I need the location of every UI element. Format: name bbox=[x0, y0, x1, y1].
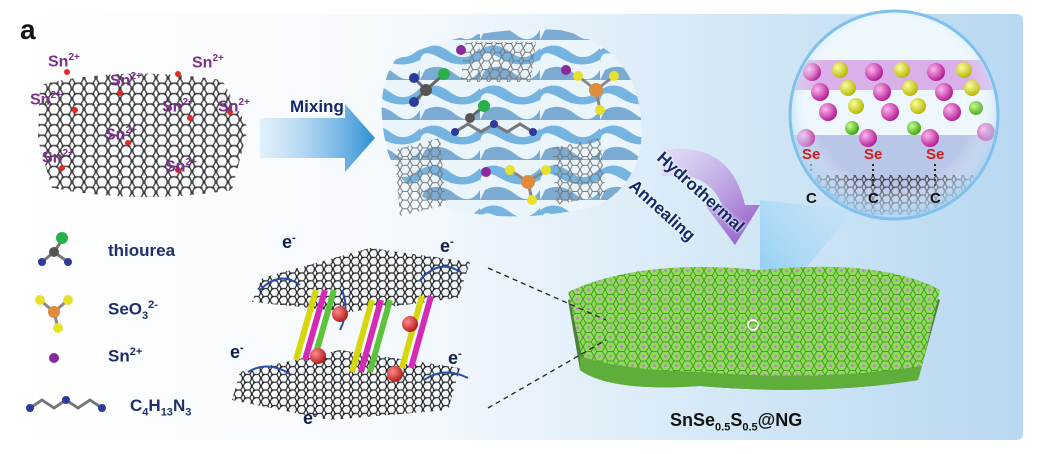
zoom-c-label: C bbox=[868, 190, 879, 207]
mixing-label: Mixing bbox=[290, 97, 344, 116]
snses-ng-material bbox=[568, 266, 940, 390]
sn-ion-dots-in-solution bbox=[456, 45, 571, 177]
selenite-molecule-icon bbox=[35, 295, 73, 333]
zoom-se-label: Se bbox=[802, 146, 821, 163]
callout-dashed-lines bbox=[487, 267, 607, 409]
electron-label: e- bbox=[282, 232, 296, 252]
electron-label: e- bbox=[303, 408, 317, 428]
zoom-bubble bbox=[788, 9, 1000, 221]
sn-ion-label: Sn2+ bbox=[165, 157, 197, 176]
zoom-se-label: Se bbox=[926, 146, 945, 163]
thiourea-in-solution-icon bbox=[409, 68, 450, 107]
product-label: SnSe0.5S0.5@NG bbox=[670, 410, 803, 434]
thiourea-in-solution-icon-2 bbox=[465, 100, 490, 123]
legend-thiourea: thiourea bbox=[108, 241, 176, 260]
legend-amine: C4H13N3 bbox=[130, 396, 192, 419]
sn-ion-label: Sn2+ bbox=[30, 90, 62, 109]
zoom-c-label: C bbox=[930, 190, 941, 207]
sn-ion-label: Sn2+ bbox=[48, 52, 80, 71]
legend-sn-ion: Sn2+ bbox=[108, 346, 143, 366]
sn-ion-label: Sn2+ bbox=[110, 71, 142, 90]
electron-transport-schematic bbox=[232, 248, 470, 420]
mixing-solution-blob bbox=[381, 29, 642, 217]
electron-label: e- bbox=[440, 236, 454, 256]
zoom-se-label: Se bbox=[864, 146, 883, 163]
sn-ion-label: Sn2+ bbox=[105, 125, 137, 144]
mixing-arrow bbox=[260, 104, 375, 172]
electron-label: e- bbox=[230, 342, 244, 362]
graphene-sheet-with-sn-ions bbox=[38, 69, 248, 198]
sn-ion-label: Sn2+ bbox=[218, 97, 250, 116]
sn-ion-dot-icon bbox=[49, 353, 59, 363]
legend-selenite: SeO32- bbox=[108, 299, 158, 323]
hydrothermal-annealing-arrow bbox=[662, 148, 760, 245]
sn-ion-label: Sn2+ bbox=[162, 97, 194, 116]
amine-chain-icon bbox=[26, 396, 106, 412]
electron-label: e- bbox=[448, 348, 462, 368]
sn-ion-label: Sn2+ bbox=[42, 148, 74, 167]
sn-ion-label: Sn2+ bbox=[192, 53, 224, 72]
panel-label: a bbox=[20, 14, 36, 45]
selenite-in-solution-icon-2 bbox=[505, 165, 551, 205]
thiourea-molecule-icon bbox=[38, 232, 72, 266]
selenite-in-solution-icon bbox=[573, 71, 619, 115]
zoom-c-label: C bbox=[806, 190, 817, 207]
sodium-ions bbox=[310, 306, 418, 382]
